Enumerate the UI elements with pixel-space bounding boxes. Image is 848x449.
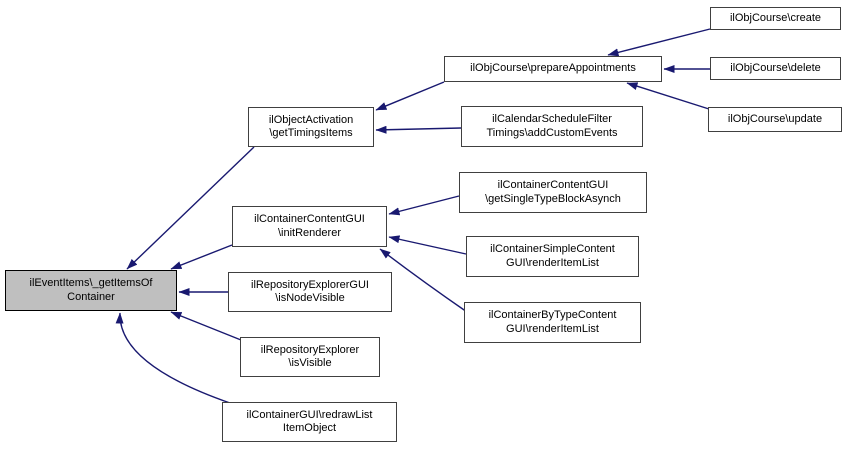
edge-redrawListItemObject-to-main: [115, 312, 231, 404]
node-isVisible[interactable]: ilRepositoryExplorer \isVisible: [240, 337, 380, 377]
node-addCustomEvents[interactable]: ilCalendarScheduleFilter Timings\addCust…: [461, 106, 643, 147]
edge-prepareAppointments-to-getTimingsItems: [375, 81, 445, 111]
node-getSingleTypeBlockAsynch[interactable]: ilContainerContentGUI \getSingleTypeBloc…: [459, 172, 647, 213]
node-isNodeVisible[interactable]: ilRepositoryExplorerGUI \isNodeVisible: [228, 272, 392, 312]
edge-getTimingsItems-to-main: [126, 146, 255, 270]
node-getItemsOfContainer: ilEventItems\_getItemsOf Container: [5, 270, 177, 311]
edge-update-to-prepareAppointments: [626, 82, 710, 110]
node-update[interactable]: ilObjCourse\update: [708, 107, 842, 132]
edge-getSingleTypeBlockAsynch-to-initRenderer: [388, 195, 460, 216]
edge-initRenderer-to-main: [170, 244, 233, 270]
edge-isVisible-to-main: [170, 311, 242, 341]
node-getTimingsItems[interactable]: ilObjectActivation \getTimingsItems: [248, 107, 374, 147]
node-renderItemListSimple[interactable]: ilContainerSimpleContent GUI\renderItemL…: [466, 236, 639, 277]
node-delete[interactable]: ilObjCourse\delete: [710, 57, 841, 80]
node-renderItemListByType[interactable]: ilContainerByTypeContent GUI\renderItemL…: [464, 302, 641, 343]
edge-renderItemListByType-to-initRenderer: [379, 248, 468, 313]
edge-renderItemListSimple-to-initRenderer: [388, 235, 467, 255]
node-prepareAppointments[interactable]: ilObjCourse\prepareAppointments: [444, 56, 662, 82]
node-initRenderer[interactable]: ilContainerContentGUI \initRenderer: [232, 206, 387, 247]
edge-addCustomEvents-to-getTimingsItems: [375, 125, 462, 134]
edge-create-to-prepareAppointments: [607, 28, 711, 57]
node-redrawListItemObject[interactable]: ilContainerGUI\redrawList ItemObject: [222, 402, 397, 442]
node-create[interactable]: ilObjCourse\create: [710, 7, 841, 30]
